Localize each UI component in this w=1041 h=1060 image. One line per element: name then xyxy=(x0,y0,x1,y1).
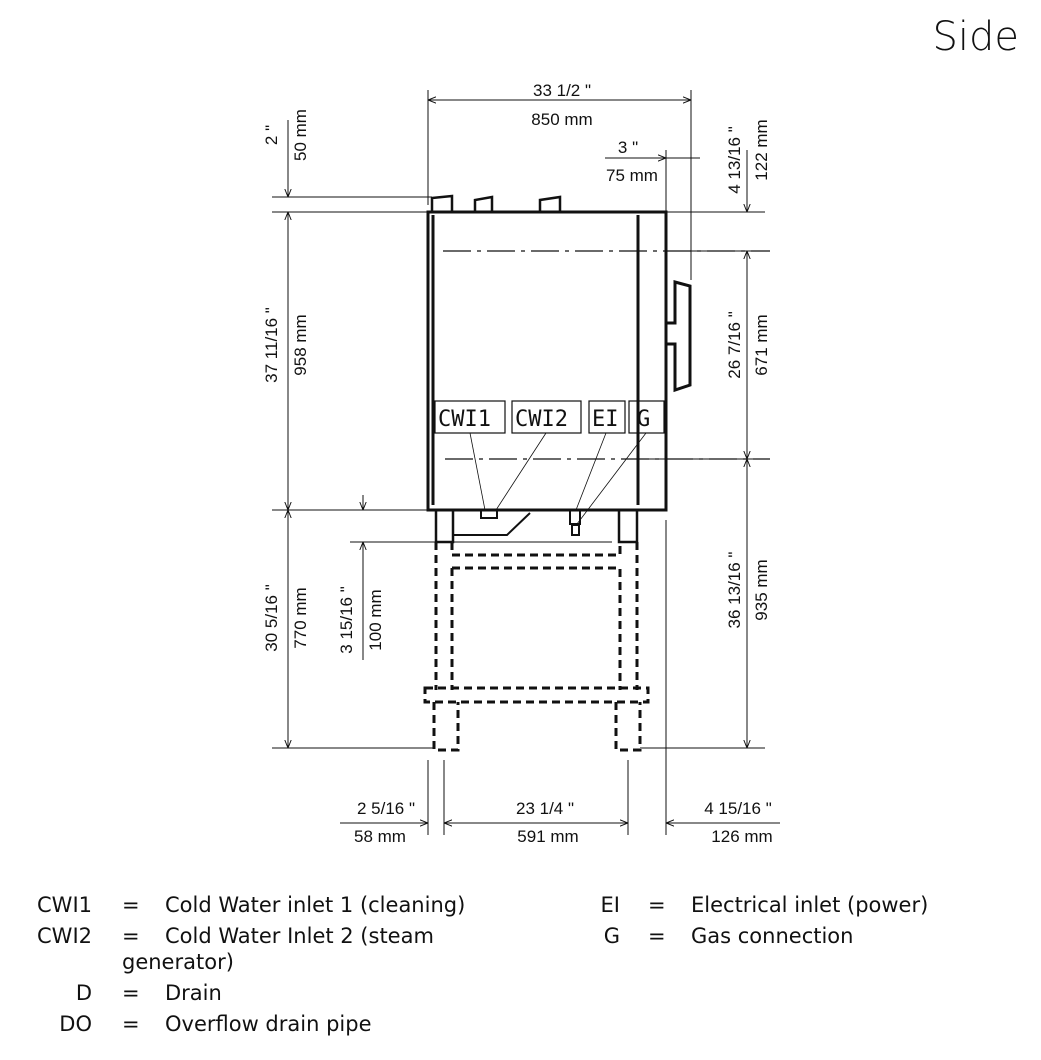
dim-right-bot-mm: 935 mm xyxy=(752,559,771,620)
legend-eq: = xyxy=(648,893,666,917)
dim-bottom-left-mm: 58 mm xyxy=(354,827,406,846)
dim-left-top-mm: 50 mm xyxy=(291,109,310,161)
dim-right-mid-in: 26 7/16 " xyxy=(725,311,744,378)
dim-right-bot-in: 36 13/16 " xyxy=(725,552,744,629)
dim-right-top-in: 4 13/16 " xyxy=(725,126,744,193)
dim-left-mid-mm: 958 mm xyxy=(291,314,310,375)
dim-bottom-mid-in: 23 1/4 " xyxy=(516,799,574,818)
dim-drain-mm: 100 mm xyxy=(366,589,385,650)
dim-bottom-right-mm: 126 mm xyxy=(711,827,772,846)
legend-value: Drain xyxy=(165,981,222,1005)
stand-legs xyxy=(423,508,650,752)
legend-value: Electrical inlet (power) xyxy=(691,893,929,917)
dim-bottom-right-in: 4 15/16 " xyxy=(704,799,771,818)
label-cwi2: CWI2 xyxy=(515,407,568,432)
dim-width-in: 33 1/2 " xyxy=(533,81,591,100)
legend-key: G xyxy=(603,924,620,948)
dim-left-bot-mm: 770 mm xyxy=(291,587,310,648)
view-title: Side xyxy=(932,14,1019,60)
dim-offset-in: 3 " xyxy=(618,138,638,157)
cabinet xyxy=(426,194,770,536)
legend-value: Cold Water Inlet 2 (steam xyxy=(165,924,434,948)
door-handle xyxy=(666,280,692,393)
dim-left-mid-in: 37 11/16 " xyxy=(262,307,281,383)
dim-bottom-mid-mm: 591 mm xyxy=(517,827,578,846)
legend-eq: = xyxy=(122,981,140,1005)
legend-value: Gas connection xyxy=(691,924,854,948)
dim-width-mm: 850 mm xyxy=(531,110,592,129)
dimension-texts: 33 1/2 " 850 mm 3 " 75 mm 2 " 50 mm 37 1… xyxy=(262,81,773,846)
legend-eq: = xyxy=(122,1012,140,1036)
legend-eq: = xyxy=(122,924,140,948)
legend-key: CWI2 xyxy=(37,924,92,948)
dimension-lines xyxy=(272,90,780,835)
legend-value: Overflow drain pipe xyxy=(165,1012,372,1036)
legend-continuation: generator) xyxy=(122,950,234,974)
dim-right-top-mm: 122 mm xyxy=(752,119,771,180)
legend-key: CWI1 xyxy=(37,893,92,917)
dim-right-mid-mm: 671 mm xyxy=(752,314,771,375)
legend-eq: = xyxy=(122,893,140,917)
legend-key: DO xyxy=(59,1012,92,1036)
dim-offset-mm: 75 mm xyxy=(606,166,658,185)
legend-value: Cold Water inlet 1 (cleaning) xyxy=(165,893,466,917)
label-cwi1: CWI1 xyxy=(438,407,491,432)
label-g: G xyxy=(637,407,650,432)
dim-drain-in: 3 15/16 " xyxy=(337,586,356,653)
connection-labels: CWI1 CWI2 EI G xyxy=(434,400,665,525)
dim-left-bot-in: 30 5/16 " xyxy=(262,584,281,651)
legend-eq: = xyxy=(648,924,666,948)
legend-key: EI xyxy=(600,893,620,917)
dim-bottom-left-in: 2 5/16 " xyxy=(357,799,415,818)
legend-key: D xyxy=(75,981,92,1005)
label-ei: EI xyxy=(592,407,619,432)
dim-left-top-in: 2 " xyxy=(262,125,281,145)
